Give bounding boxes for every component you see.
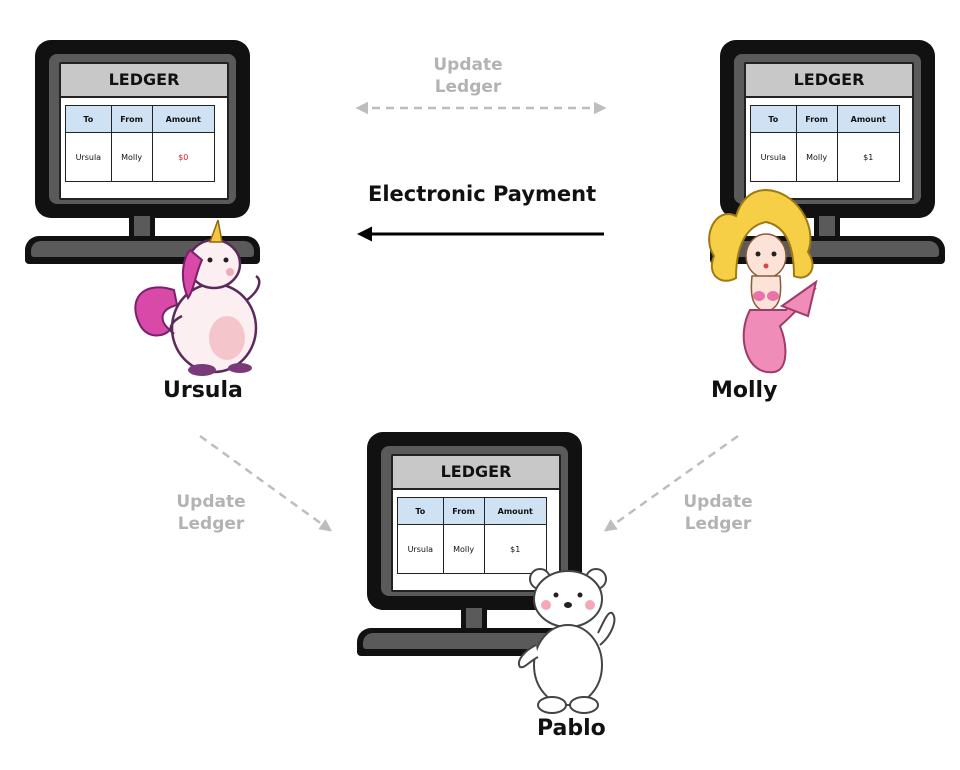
unicorn-icon (134, 220, 261, 376)
column-header-from: From (110, 105, 153, 133)
table-header-row: To From Amount (65, 105, 216, 133)
table-row: Ursula Molly $1 (750, 132, 901, 182)
table-header-row: To From Amount (397, 497, 548, 525)
polar-bear-icon (518, 568, 616, 714)
update-line-1: Update (176, 492, 246, 512)
update-line-2: Ledger (177, 514, 245, 534)
column-header-amount: Amount (483, 497, 548, 525)
cell-amount: $1 (483, 524, 548, 574)
monitor-neck-inner (134, 216, 150, 236)
column-header-to: To (397, 497, 444, 525)
column-header-from: From (795, 105, 838, 133)
column-header-to: To (65, 105, 112, 133)
ursula-ledger-table: To From Amount Ursula Molly $0 (65, 105, 216, 182)
cell-from: Molly (795, 132, 838, 182)
molly-monitor: LEDGER To From Amount Ursula Molly $1 (710, 40, 945, 268)
cell-amount: $0 (151, 132, 216, 182)
column-header-amount: Amount (151, 105, 216, 133)
column-header-amount: Amount (836, 105, 901, 133)
update-line-1: Update (683, 492, 753, 512)
ledger-title: LEDGER (393, 456, 559, 490)
molly-name: Molly (711, 378, 778, 403)
column-header-from: From (442, 497, 485, 525)
ledger-title: LEDGER (61, 64, 227, 98)
cell-amount: $1 (836, 132, 901, 182)
ursula-monitor: LEDGER To From Amount Ursula Molly $0 (25, 40, 260, 268)
electronic-payment-label: Electronic Payment (368, 182, 597, 206)
update-ledger-top-label: Update Ledger (418, 54, 518, 98)
update-line-2: Ledger (684, 514, 752, 534)
molly-ledger-table: To From Amount Ursula Molly $1 (750, 105, 901, 182)
ursula-name: Ursula (163, 378, 243, 403)
mermaid-icon (708, 188, 818, 374)
update-ledger-left-label: Update Ledger (161, 491, 261, 535)
update-ledger-right-label: Update Ledger (668, 491, 768, 535)
update-line-2: Ledger (434, 77, 502, 97)
monitor-base-inner (363, 633, 586, 649)
pablo-name: Pablo (537, 716, 606, 741)
monitor-neck-inner (466, 608, 482, 628)
pablo-monitor: LEDGER To From Amount Ursula Molly $1 (357, 432, 592, 660)
pablo-ledger-screen: LEDGER To From Amount Ursula Molly $1 (391, 454, 561, 592)
monitor-neck-inner (819, 216, 835, 236)
ursula-ledger-screen: LEDGER To From Amount Ursula Molly $0 (59, 62, 229, 200)
ledger-title: LEDGER (746, 64, 912, 98)
update-ledger-left-arrow (199, 434, 333, 532)
update-line-1: Update (433, 55, 503, 75)
molly-ledger-screen: LEDGER To From Amount Ursula Molly $1 (744, 62, 914, 200)
pablo-ledger-table: To From Amount Ursula Molly $1 (397, 497, 548, 574)
table-row: Ursula Molly $1 (397, 524, 548, 574)
table-row: Ursula Molly $0 (65, 132, 216, 182)
cell-to: Ursula (397, 524, 444, 574)
